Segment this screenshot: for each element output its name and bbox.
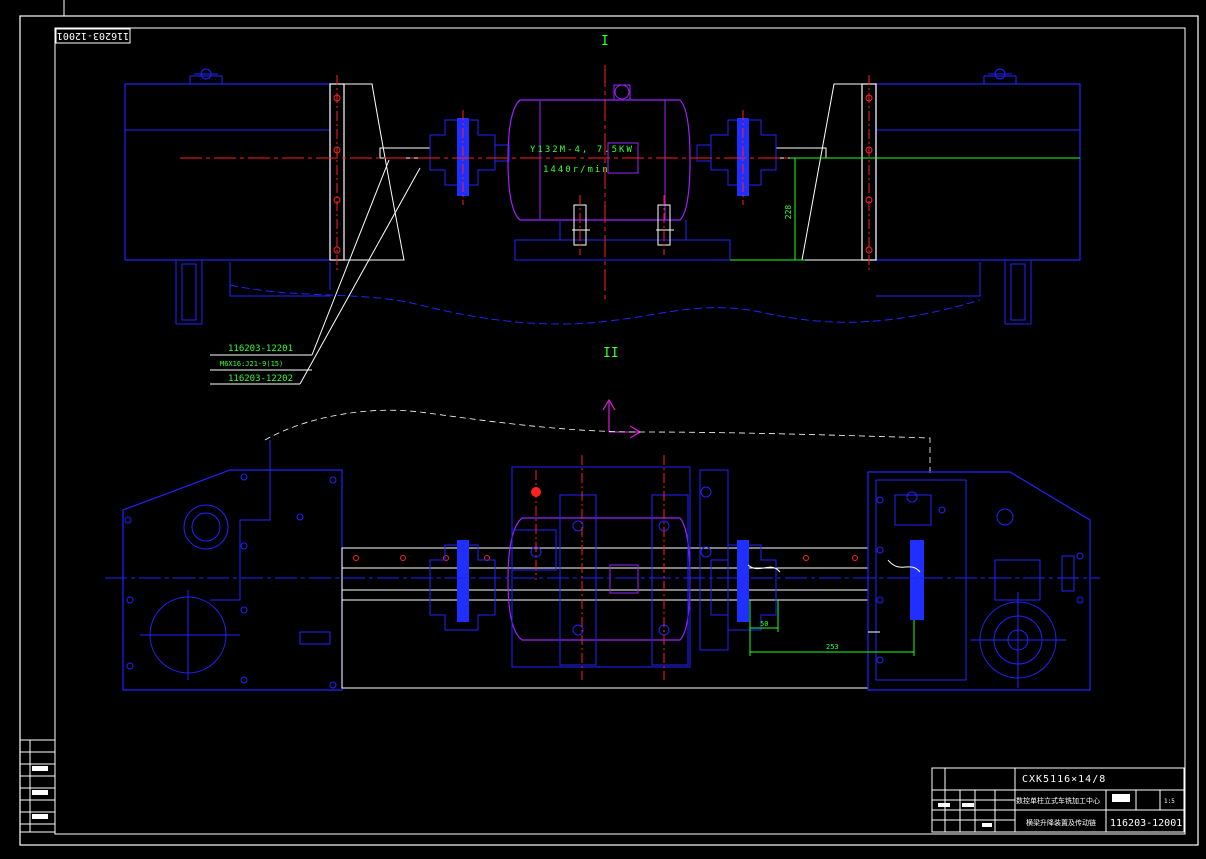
title-block: CXK5116×14/8 数控单柱立式车铣加工中心 横梁升降装置及传动链 1:5… [931,767,1185,833]
right-gearbox [875,83,1081,261]
view-label-top: I [601,34,609,49]
dimension-50: 50 [760,620,768,628]
left-gearbox-front [122,440,343,691]
inner-frame [54,27,1186,835]
motor-top-view: Y132M-4, 7.5KW 1440r/min [507,84,691,221]
left-gearbox [124,83,331,261]
right-coupling [696,118,777,196]
motor-model: Y132M-4, 7.5KW [530,145,634,155]
leader-label-2: M6X16:J21-9(15) [220,360,283,368]
title-part-number: 116203-12001 [1110,818,1182,829]
leader-label-1: 116203-12201 [228,344,293,354]
title-product-code: CXK5116×14/8 [1022,774,1106,785]
outer-frame [19,15,1199,846]
left-coupling [429,118,510,196]
dimension-228: 228 [784,205,793,220]
left-margin-table [19,739,56,833]
rotated-code-box: 116203-12001 [55,28,131,44]
bottom-view: 50 253 [105,409,1100,691]
rotated-code: 116203-12001 [57,30,129,41]
dimension-253: 253 [826,643,839,651]
right-gearbox-front [867,471,1091,691]
motor-speed: 1440r/min [543,165,610,175]
leader-callouts: 116203-12201 M6X16:J21-9(15) 116203-1220… [210,159,421,385]
title-line-1: 数控单柱立式车铣加工中心 [1016,796,1100,805]
top-view: Y132M-4, 7.5KW 1440r/min 228 [124,65,1081,325]
view-label-bottom: II [603,346,619,361]
title-line-2: 横梁升降装置及传动链 [1026,818,1096,827]
title-scale: 1:5 [1164,798,1175,805]
leader-label-3: 116203-12202 [228,374,293,384]
